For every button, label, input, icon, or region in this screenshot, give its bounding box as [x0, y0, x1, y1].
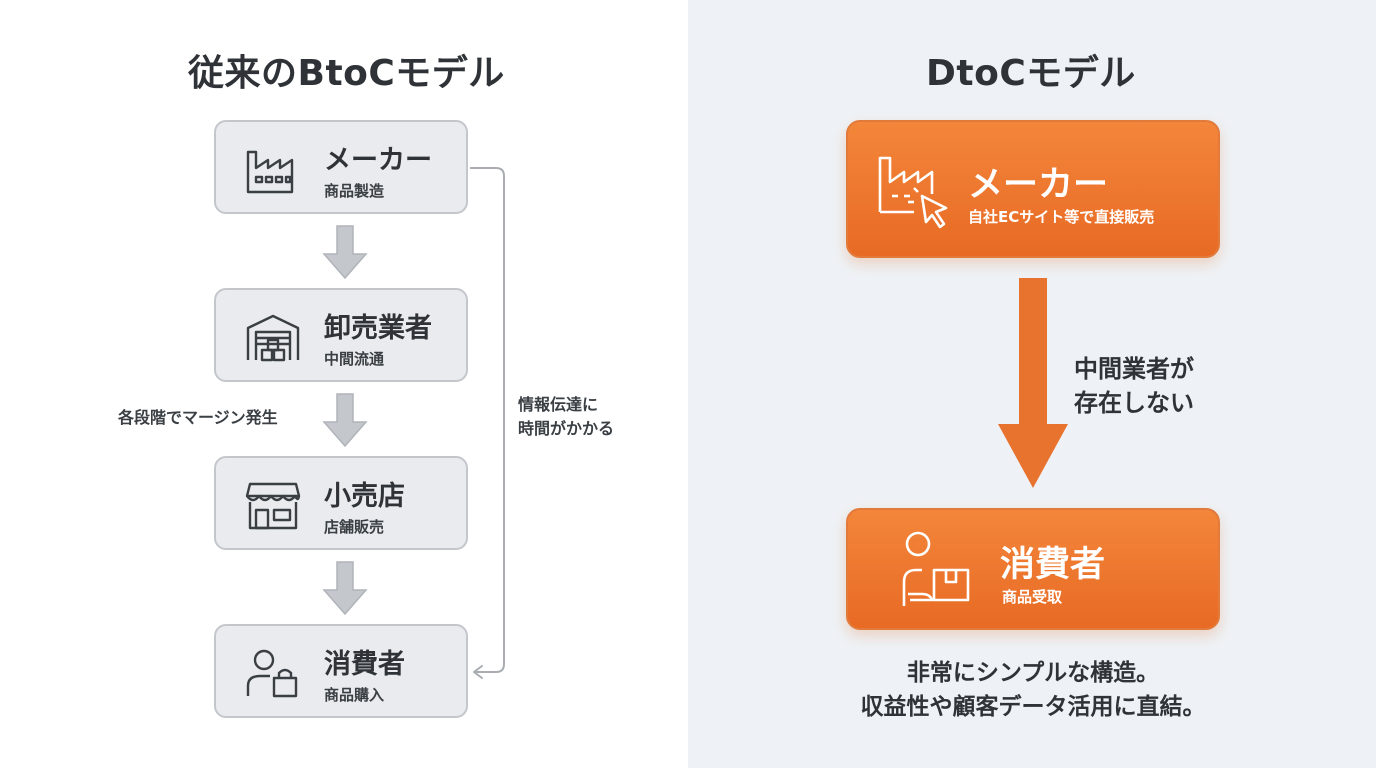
btoc-retailer-box: 小売店 店舗販売 — [214, 456, 468, 550]
factory-click-icon — [878, 156, 948, 229]
info-flow-connector — [470, 167, 505, 679]
btoc-wholesaler-title: 卸売業者 — [324, 313, 432, 344]
btoc-wholesaler-box: 卸売業者 中間流通 — [214, 288, 468, 382]
info-note-line: 時間がかかる — [518, 419, 615, 438]
dtoc-consumer-box: 消費者 商品受取 — [846, 508, 1220, 630]
btoc-consumer-box: 消費者 商品購入 — [214, 624, 468, 718]
no-intermediary-line: 存在しない — [1074, 389, 1194, 417]
orange-down-arrow — [998, 278, 1068, 488]
dtoc-heading: DtoCモデル — [926, 53, 1136, 94]
dtoc-consumer-subtitle: 商品受取 — [1002, 588, 1063, 606]
dtoc-maker-subtitle: 自社ECサイト等で直接販売 — [968, 208, 1155, 226]
btoc-retailer-title: 小売店 — [324, 481, 405, 512]
btoc-retailer-subtitle: 店舗販売 — [324, 518, 385, 536]
btoc-maker-subtitle: 商品製造 — [324, 182, 385, 200]
gray-down-arrow — [322, 393, 368, 448]
gray-down-arrow — [322, 225, 368, 280]
btoc-maker-title: メーカー — [324, 145, 432, 176]
dtoc-maker-box: メーカー 自社ECサイト等で直接販売 — [846, 120, 1220, 258]
no-intermediary-line: 中間業者が — [1074, 355, 1194, 383]
btoc-wholesaler-subtitle: 中間流通 — [324, 350, 385, 368]
btoc-consumer-title: 消費者 — [324, 649, 405, 680]
factory-icon — [246, 150, 294, 194]
info-note-line: 情報伝達に — [518, 395, 599, 414]
info-delay-note: 情報伝達に 時間がかかる — [518, 393, 614, 441]
btoc-maker-box: メーカー 商品製造 — [214, 120, 468, 214]
dtoc-maker-title: メーカー — [968, 165, 1109, 205]
dtoc-summary: 非常にシンプルな構造。 収益性や顧客データ活用に直結。 — [818, 656, 1248, 724]
shopper-icon — [246, 649, 298, 698]
no-intermediary-label: 中間業者が 存在しない — [1074, 352, 1194, 420]
gray-down-arrow — [322, 561, 368, 616]
margin-note: 各段階でマージン発生 — [118, 408, 278, 427]
warehouse-icon — [246, 314, 300, 362]
btoc-consumer-subtitle: 商品購入 — [324, 686, 385, 704]
store-icon — [245, 482, 301, 530]
dtoc-consumer-title: 消費者 — [1000, 545, 1106, 585]
btoc-heading: 従来のBtoCモデル — [188, 53, 505, 94]
summary-line: 収益性や顧客データ活用に直結。 — [860, 694, 1206, 720]
person-package-icon — [902, 531, 970, 606]
summary-line: 非常にシンプルな構造。 — [906, 660, 1160, 686]
